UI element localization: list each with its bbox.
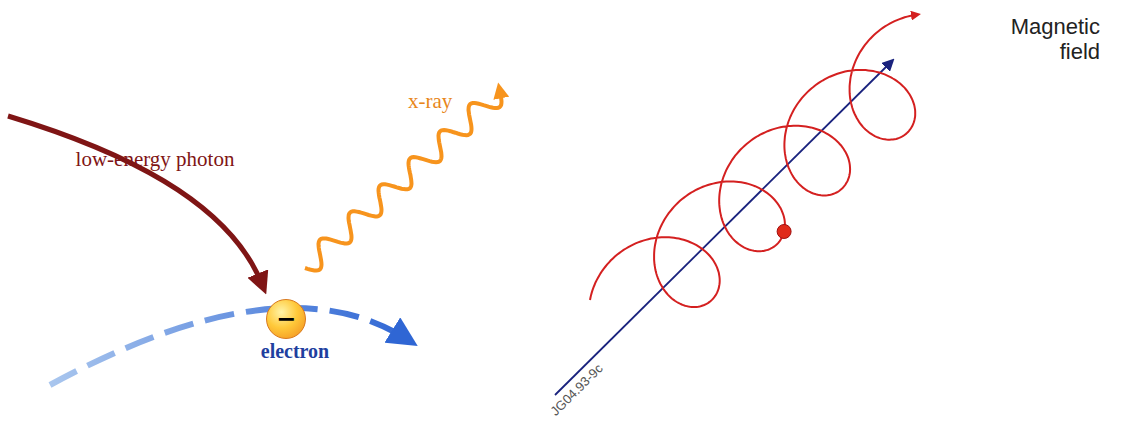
- electron-circle: −: [266, 299, 306, 339]
- xray-label: x-ray: [408, 90, 478, 113]
- helix-path: [590, 15, 915, 307]
- field-line: [555, 63, 890, 395]
- xray-wave: [305, 92, 502, 271]
- field-label: Magnetic field: [975, 14, 1100, 65]
- charge-sign: −: [276, 307, 296, 331]
- particle-dot: [777, 225, 791, 239]
- electron-path: [50, 308, 405, 385]
- figure-id: JG04.93-9c: [533, 346, 621, 421]
- electron-label: electron: [240, 340, 350, 362]
- photon-label: low-energy photon: [75, 146, 235, 172]
- photon-arrow: [8, 116, 262, 284]
